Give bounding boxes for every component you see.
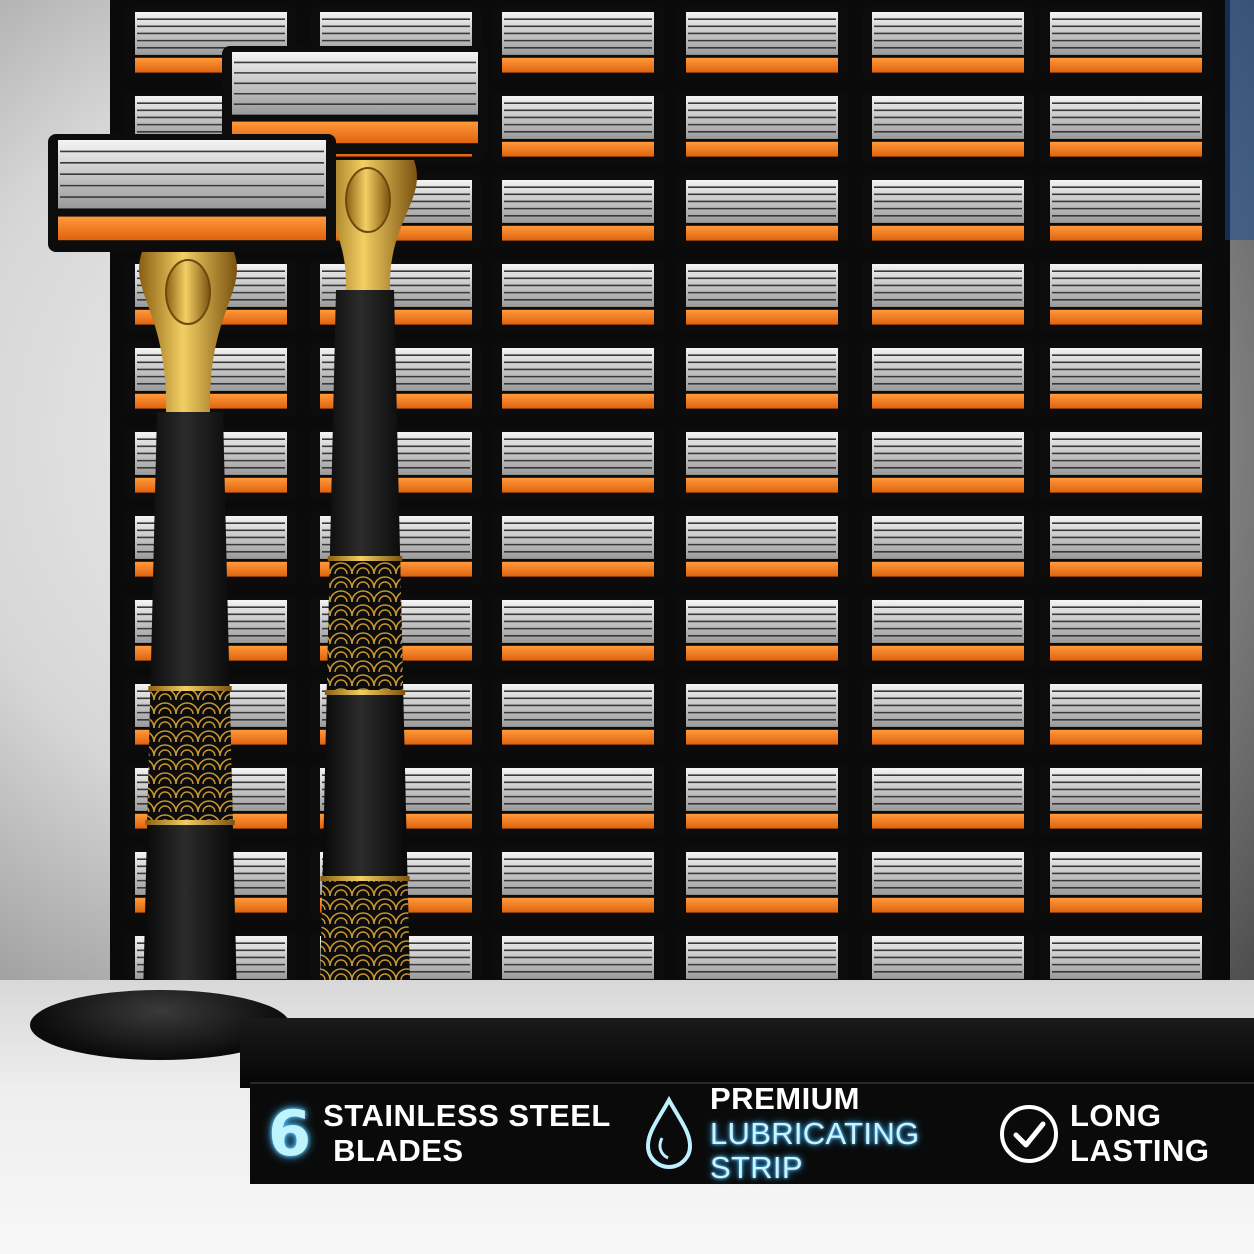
- razor-cartridge: [1040, 510, 1212, 584]
- checkmark-circle-icon: [998, 1094, 1060, 1174]
- engraved-band: [326, 560, 404, 690]
- feature-lasting-line2: LASTING: [1070, 1133, 1210, 1168]
- razor-cartridge: [492, 174, 664, 248]
- razor-cartridge: [492, 90, 664, 164]
- razor-cartridge: [862, 174, 1034, 248]
- razor-cartridge: [492, 846, 664, 920]
- razor-cartridge: [676, 258, 848, 332]
- razor-cartridge: [1040, 90, 1212, 164]
- feature-strip: PREMIUM LUBRICATING STRIP: [638, 1080, 983, 1186]
- razor-cartridge: [676, 762, 848, 836]
- razor-cartridge: [676, 342, 848, 416]
- razor-cartridge: [862, 762, 1034, 836]
- gold-razor-head: [319, 160, 417, 290]
- razor-cartridge: [862, 426, 1034, 500]
- razor-cartridge: [676, 846, 848, 920]
- feature-blades-line2: BLADES: [333, 1133, 464, 1168]
- razor-cartridge: [1040, 426, 1212, 500]
- razor-cartridge: [492, 342, 664, 416]
- razor-cartridge: [862, 6, 1034, 80]
- display-base: [240, 1018, 1254, 1088]
- engraved-band: [147, 690, 233, 820]
- razor-cartridge: [1040, 762, 1212, 836]
- feature-strip-line2: LUBRICATING STRIP: [710, 1115, 920, 1186]
- razor-cartridge: [492, 678, 664, 752]
- razor-cartridge: [1040, 174, 1212, 248]
- razor-cartridge: [676, 510, 848, 584]
- feature-blades-line1: STAINLESS STEEL: [323, 1098, 611, 1134]
- razor-cartridge: [676, 90, 848, 164]
- razor-cartridge: [492, 594, 664, 668]
- number-six-icon: 6: [268, 1097, 312, 1170]
- razor-cartridge: [862, 510, 1034, 584]
- razor-cartridge: [492, 258, 664, 332]
- razor-cartridge: [862, 90, 1034, 164]
- razor-cartridge: [222, 46, 488, 154]
- razor-cartridge: [1040, 6, 1212, 80]
- gold-razor-head: [139, 252, 237, 412]
- razor-cartridge: [676, 678, 848, 752]
- razor-cartridge: [676, 174, 848, 248]
- razor-back: [222, 46, 488, 1034]
- feature-strip-line1: PREMIUM: [710, 1080, 860, 1116]
- razor-cartridge: [492, 6, 664, 80]
- razor-cartridge: [676, 6, 848, 80]
- razor-cartridge: [1040, 258, 1212, 332]
- razors: [48, 46, 488, 1129]
- feature-lasting: LONG LASTING: [998, 1084, 1238, 1184]
- razor-cartridge: [862, 678, 1034, 752]
- engraved-band: [319, 880, 411, 1010]
- razor-cartridge: [862, 594, 1034, 668]
- feature-lasting-line1: LONG: [1070, 1098, 1162, 1134]
- feature-bar: 6 STAINLESS STEEL BLADES PREMIUM LUBRICA…: [250, 1080, 1254, 1186]
- razor-cartridge: [48, 134, 336, 252]
- razor-cartridge: [1040, 342, 1212, 416]
- razor-cartridge: [676, 594, 848, 668]
- razor-cartridge: [1040, 594, 1212, 668]
- razor-cartridge: [492, 426, 664, 500]
- feature-blades: 6 STAINLESS STEEL BLADES: [268, 1084, 628, 1184]
- razor-cartridge: [862, 258, 1034, 332]
- razor-cartridge: [492, 510, 664, 584]
- razor-cartridge: [1040, 678, 1212, 752]
- razor-cartridge: [492, 762, 664, 836]
- razor-cartridge: [862, 846, 1034, 920]
- razor-cartridge: [676, 426, 848, 500]
- razor-cartridge: [862, 342, 1034, 416]
- blue-glow: [1225, 0, 1254, 240]
- water-drop-icon: [638, 1094, 700, 1174]
- razor-handle: [316, 290, 414, 1034]
- razor-cartridge: [1040, 846, 1212, 920]
